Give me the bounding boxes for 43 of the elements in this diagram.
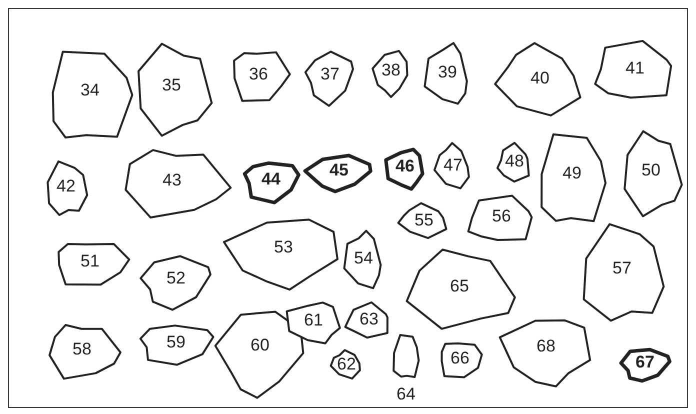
shape-number: 45 [328,162,350,178]
irregular-shape [620,345,670,383]
shape-number: 51 [80,252,100,270]
shape-number: 47 [442,156,464,174]
shape-number: 52 [166,269,186,286]
shape-number: 55 [414,211,434,228]
shape-number: 66 [450,349,470,366]
irregular-shape [383,147,427,190]
shape-number: 39 [437,63,458,80]
shape-number: 50 [640,161,662,178]
shape-number: 34 [80,81,100,98]
shape-number: 44 [260,170,282,188]
shape-number: 62 [336,355,357,372]
shape-number: 36 [248,65,269,82]
shape-number: 38 [380,61,402,78]
shape-number: 49 [562,164,582,182]
shape-number: 40 [530,70,550,86]
shape-number: 48 [504,152,525,170]
shape-number: 46 [394,158,416,175]
shape-number: 60 [250,336,270,354]
shape-number: 54 [353,249,374,266]
shape-number: 68 [536,338,556,355]
shape-number: 56 [491,208,512,225]
irregular-shape [372,47,410,97]
irregular-shape [305,152,373,192]
shape-number: 65 [449,277,470,294]
shape-number: 61 [303,312,324,329]
shape-number: 42 [56,177,76,194]
irregular-shape [497,142,532,185]
shape-number: 41 [624,59,646,76]
shape-number: 58 [72,340,92,358]
shape-number: 67 [634,354,656,371]
shape-number: 57 [612,260,632,277]
shape-number: 53 [273,238,294,256]
irregular-shape [398,203,450,240]
irregular-shape [434,143,472,192]
shape-number: 37 [320,66,340,82]
shape-number: 43 [162,171,182,188]
irregular-shape [330,350,363,380]
shape-number: 63 [358,310,380,328]
shape-number: 59 [166,333,186,350]
shape-number: 64 [396,385,416,402]
shape-number: 35 [161,76,182,94]
